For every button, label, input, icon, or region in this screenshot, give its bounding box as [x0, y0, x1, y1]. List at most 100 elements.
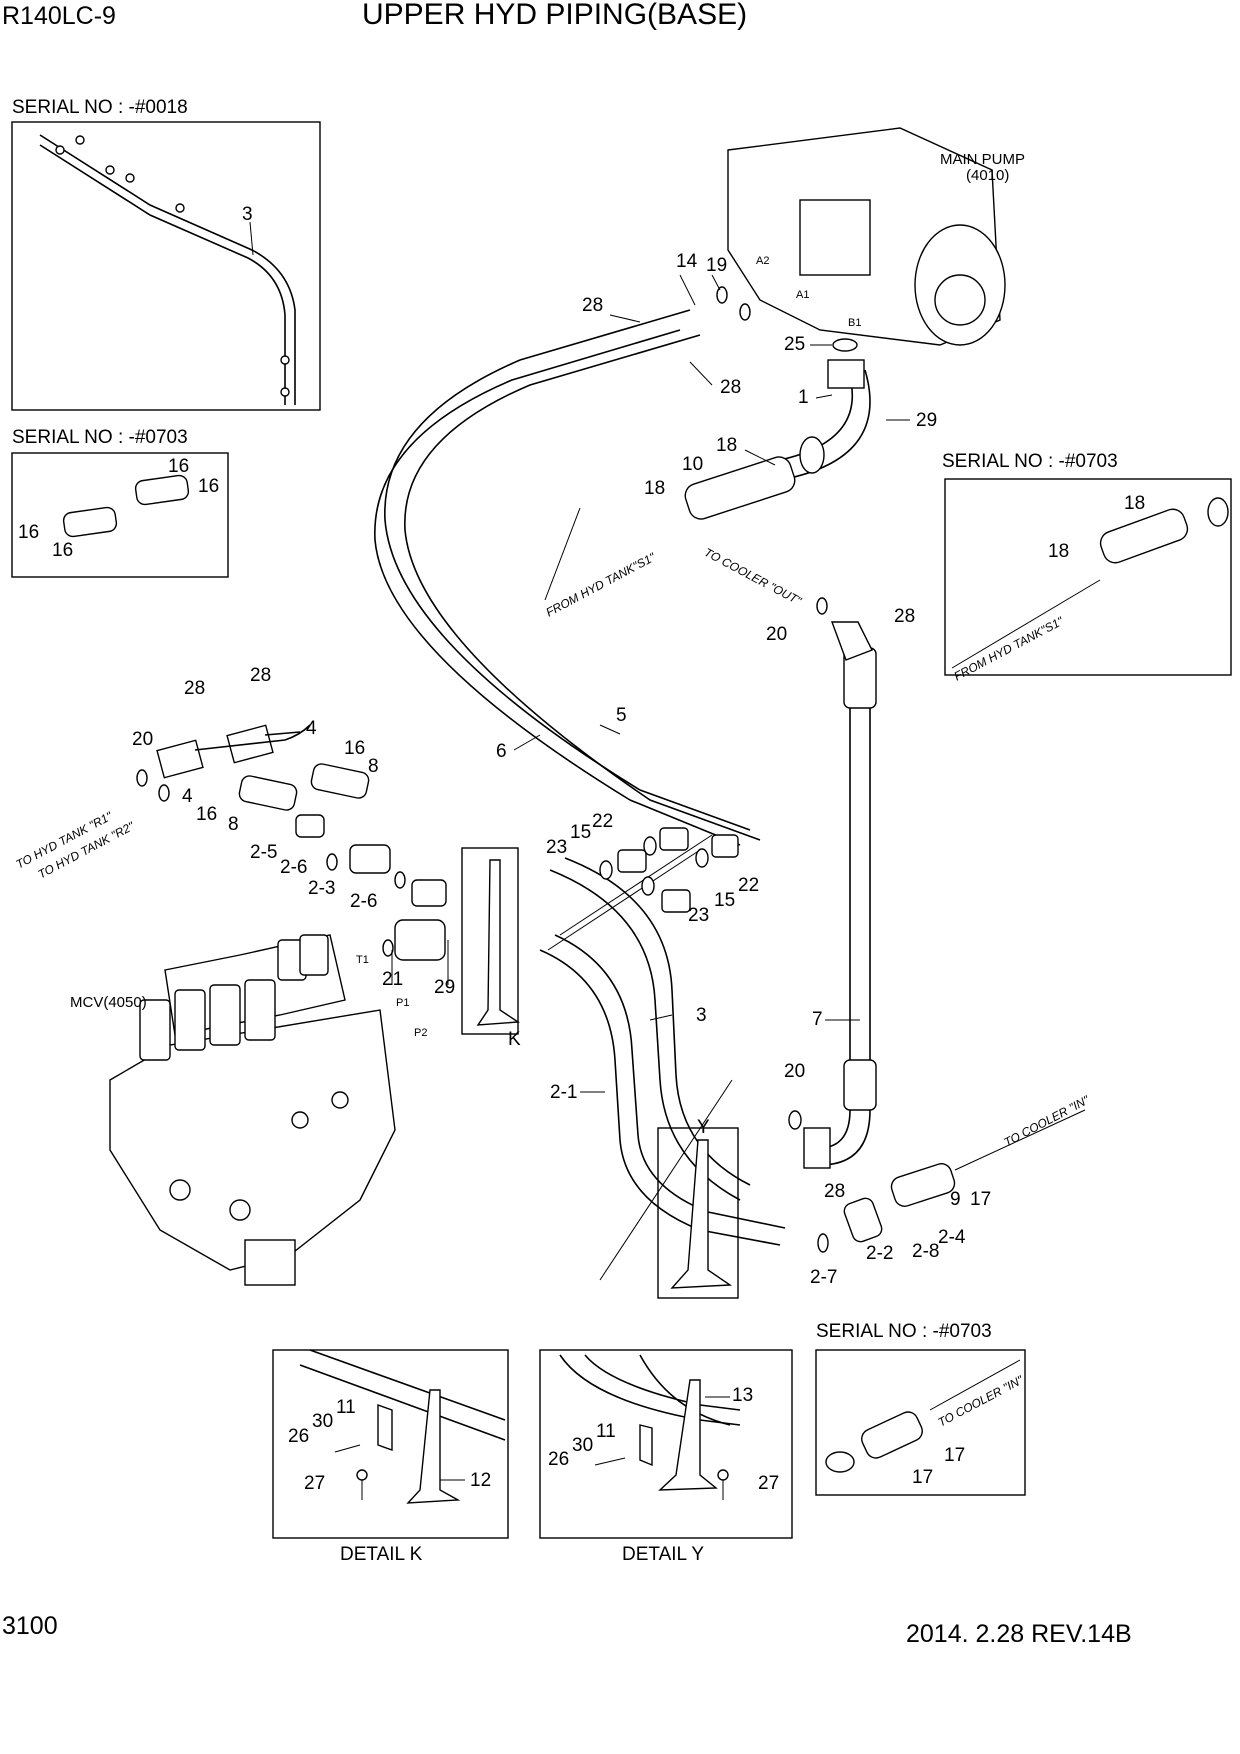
- callout-16: 16: [198, 476, 220, 497]
- callout-18: 18: [1048, 541, 1070, 562]
- port-t1: T1: [356, 954, 369, 966]
- serial-box-0703-a: [11, 452, 229, 578]
- callout-2-8: 2-8: [912, 1241, 940, 1262]
- callout-2-1: 2-1: [550, 1082, 578, 1103]
- serial-box-0703-b: [944, 478, 1232, 676]
- callout-6: 6: [496, 741, 507, 762]
- port-p2: P2: [414, 1027, 428, 1039]
- port-a2: A2: [756, 255, 770, 267]
- callout-18: 18: [644, 478, 666, 499]
- main-pump: [727, 127, 1006, 346]
- revision-date: 2014. 2.28 REV.14B: [906, 1620, 1132, 1648]
- callout-4: 4: [306, 718, 317, 739]
- suction-pipe-1-hose-10: [684, 359, 871, 520]
- serial-box-0703-c: [815, 1349, 1026, 1496]
- callout-17: 17: [970, 1189, 992, 1210]
- callout-20: 20: [132, 729, 154, 750]
- detail-k-marker: K: [508, 1029, 521, 1050]
- callout-28: 28: [894, 606, 916, 627]
- callout-9: 9: [950, 1189, 961, 1210]
- callout-16: 16: [196, 804, 218, 825]
- callout-3: 3: [696, 1005, 707, 1026]
- fitting-16-pair: [62, 474, 190, 538]
- callout-2-3: 2-3: [308, 878, 336, 899]
- callout-21: 21: [382, 969, 404, 990]
- callout-11: 11: [596, 1421, 616, 1442]
- serial-box-0018: [11, 121, 321, 411]
- callout-13: 13: [732, 1385, 754, 1406]
- port-p1: P1: [396, 997, 410, 1009]
- callout-1: 1: [798, 387, 809, 408]
- callout-16: 16: [52, 540, 74, 561]
- callout-23: 23: [546, 837, 568, 858]
- hose-18-detail: [951, 497, 1229, 669]
- mcv-block: [109, 934, 396, 1286]
- callout-18: 18: [1124, 493, 1146, 514]
- callout-27: 27: [304, 1473, 326, 1494]
- callout-7: 7: [812, 1009, 823, 1030]
- main-pump-label: MAIN PUMP: [940, 151, 1026, 168]
- return-fittings: [156, 724, 447, 961]
- serial-label-0703-c: SERIAL NO : -#0703: [816, 1321, 992, 1342]
- callout-22: 22: [738, 875, 760, 896]
- detail-y-marker-frame: [657, 1127, 739, 1299]
- callout-2-6: 2-6: [350, 891, 378, 912]
- callout-12: 12: [470, 1470, 492, 1491]
- callout-16: 16: [344, 738, 366, 759]
- model-number: R140LC-9: [2, 2, 116, 30]
- callout-18: 18: [716, 435, 738, 456]
- pipe-3-early: [39, 134, 296, 405]
- callout-17: 17: [944, 1445, 966, 1466]
- mcv-label: MCV(4050): [70, 994, 147, 1011]
- callout-28: 28: [250, 665, 272, 686]
- detail-y-box: [539, 1349, 793, 1539]
- detail-k-marker-frame: [461, 847, 519, 1035]
- callout-2-5: 2-5: [250, 842, 278, 863]
- serial-label-0703-a: SERIAL NO : -#0703: [12, 427, 188, 448]
- o-rings: [136, 286, 858, 1253]
- callout-14: 14: [676, 251, 698, 272]
- callout-23: 23: [688, 905, 710, 926]
- leader-lines: [249, 221, 910, 1481]
- callout-3: 3: [242, 204, 253, 225]
- callout-5: 5: [616, 705, 627, 726]
- callout-30: 30: [572, 1435, 594, 1456]
- bracket-13: [670, 1139, 733, 1289]
- port-a1: A1: [796, 289, 810, 301]
- callout-28: 28: [824, 1181, 846, 1202]
- callout-2-7: 2-7: [810, 1267, 838, 1288]
- callout-22: 22: [592, 811, 614, 832]
- callout-2-6: 2-6: [280, 857, 308, 878]
- callout-16: 16: [18, 522, 40, 543]
- detail-k-drawing: [299, 1349, 506, 1504]
- detail-y-caption: DETAIL Y: [622, 1544, 705, 1565]
- callout-29: 29: [434, 977, 456, 998]
- detail-k-caption: DETAIL K: [340, 1544, 423, 1565]
- bracket-12: [476, 859, 521, 1026]
- hose-9: [843, 1109, 1086, 1243]
- main-pump-number: (4010): [966, 167, 1010, 184]
- port-b1: B1: [848, 317, 862, 329]
- callout-29: 29: [916, 410, 938, 431]
- serial-label-0018: SERIAL NO : -#0018: [12, 97, 188, 118]
- detail-y-drawing: [559, 1354, 741, 1500]
- callout-28: 28: [720, 377, 742, 398]
- hose-5-6: [374, 309, 761, 846]
- pipe-7: [803, 621, 877, 1169]
- fittings-15-22-23: [599, 827, 739, 913]
- callout-11: 11: [336, 1397, 356, 1418]
- callout-8: 8: [368, 756, 379, 777]
- hose-17-detail: [825, 1359, 1021, 1473]
- callout-16: 16: [168, 456, 190, 477]
- serial-label-0703-b: SERIAL NO : -#0703: [942, 451, 1118, 472]
- callout-19: 19: [706, 255, 728, 276]
- detail-k-box: [272, 1349, 509, 1539]
- callout-26: 26: [548, 1449, 570, 1470]
- page-number: 3100: [2, 1612, 58, 1640]
- callout-2-4: 2-4: [938, 1227, 966, 1248]
- callout-8: 8: [228, 814, 239, 835]
- callout-15: 15: [570, 822, 592, 843]
- page-title: UPPER HYD PIPING(BASE): [362, 0, 748, 31]
- detail-y-marker: Y: [697, 1117, 710, 1138]
